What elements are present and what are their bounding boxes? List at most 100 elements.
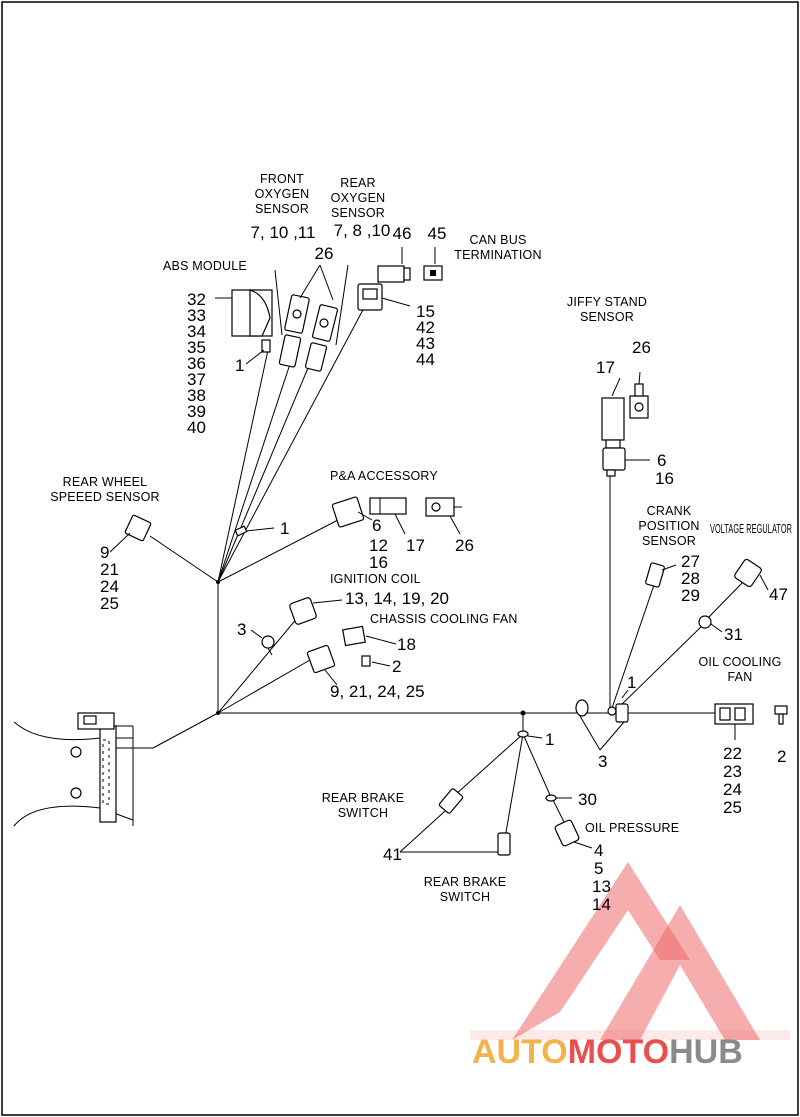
label-rear-o2-2: OXYGEN (331, 191, 386, 205)
callout-1-right: 1 (627, 673, 636, 692)
rear-oxygen-sensor-connector (304, 304, 339, 372)
svg-text:SENSOR: SENSOR (580, 310, 634, 324)
label-crank-2: POSITION (638, 519, 699, 533)
svg-text:CAN BUS: CAN BUS (470, 233, 527, 247)
label-abs-module: ABS MODULE (163, 259, 247, 273)
label-crank-1: CRANK (647, 504, 692, 518)
callout-rws-9: 9 (100, 543, 109, 562)
callout-jiffy-6: 6 (657, 451, 666, 470)
label-can-bus-1: CAN BUS (470, 233, 527, 247)
watermark-moto: MOTO (568, 1033, 669, 1071)
callout-oilfan-25: 25 (723, 798, 742, 817)
label-ignition-coil: IGNITION COIL (330, 572, 421, 586)
label-voltage-regulator: VOLTAGE REGULATOR (710, 522, 792, 536)
callout-abs-39: 39 (187, 402, 206, 421)
abs-module (215, 289, 273, 353)
label-oil-pressure: OIL PRESSURE (585, 821, 679, 835)
frame-section (13, 712, 134, 827)
label-brake-lower-2: SWITCH (440, 890, 491, 904)
callout-crank-29: 29 (681, 586, 700, 605)
callout-45: 45 (428, 224, 447, 243)
label-front-o2-3: SENSOR (255, 202, 309, 216)
callout-abs-36: 36 (187, 354, 206, 373)
callout-abs-38: 38 (187, 386, 206, 405)
can-bus-connectors (357, 247, 443, 311)
svg-text:OXYGEN: OXYGEN (255, 187, 310, 201)
svg-text:SENSOR: SENSOR (255, 202, 309, 216)
svg-text:FAN: FAN (728, 670, 753, 684)
svg-text:JIFFY STAND: JIFFY STAND (567, 295, 647, 309)
svg-text:FRONT: FRONT (260, 172, 304, 186)
callout-oilfan-2: 2 (777, 747, 786, 766)
label-oil-fan-1: OIL COOLING (698, 655, 781, 669)
callout-crank-28: 28 (681, 569, 700, 588)
label-can-bus-2: TERMINATION (454, 248, 541, 262)
rear-wheel-speed-sensor (109, 514, 152, 553)
svg-text:SENSOR: SENSOR (331, 206, 385, 220)
callout-oilfan-24: 24 (723, 780, 742, 799)
oil-pressure-connector (545, 794, 593, 849)
label-pa-accessory: P&A ACCESSORY (330, 469, 438, 483)
oil-cooling-fan-connector (714, 703, 788, 740)
callout-pa-17: 17 (406, 536, 425, 555)
pa-accessory-connectors (234, 496, 462, 537)
callout-abs-32: 32 (187, 290, 206, 309)
label-jiffy-1: JIFFY STAND (567, 295, 647, 309)
callout-43: 43 (416, 334, 435, 353)
callout-o2-clips: 26 (315, 244, 334, 263)
callout-pa-16: 16 (369, 553, 388, 572)
callout-rws-25: 25 (100, 594, 119, 613)
callout-oilp-14: 14 (592, 895, 611, 914)
label-front-o2-2: OXYGEN (255, 187, 310, 201)
label-rear-o2-1: REAR (340, 176, 376, 190)
callout-jiffy-17: 17 (596, 358, 615, 377)
label-brake-upper-2: SWITCH (338, 806, 389, 820)
callout-ccf-list: 9, 21, 24, 25 (330, 682, 425, 701)
label-jiffy-2: SENSOR (580, 310, 634, 324)
callout-oilp-4: 4 (594, 841, 603, 860)
callout-front-o2: 7, 10 ,11 (251, 223, 316, 242)
svg-text:CRANK: CRANK (647, 504, 692, 518)
label-rws-2: SPEEED SENSOR (50, 490, 160, 504)
callout-oilfan-23: 23 (723, 762, 742, 781)
rear-brake-switch-connectors (438, 788, 511, 856)
callout-jiffy-26: 26 (632, 338, 651, 357)
crank-position-sensor (645, 562, 677, 588)
callout-46: 46 (393, 224, 412, 243)
callout-rws-21: 21 (100, 560, 119, 579)
callout-rear-o2: 7, 8 ,10 (334, 221, 391, 240)
callout-abs-37: 37 (187, 370, 206, 389)
jiffy-stand-connector (601, 371, 650, 477)
callout-ccf-2: 2 (392, 657, 401, 676)
watermark-text: AUTOMOTOHUB (472, 1033, 743, 1071)
callout-30: 30 (578, 790, 597, 809)
callout-vr-31: 31 (724, 625, 743, 644)
callout-ccf-18: 18 (397, 635, 416, 654)
svg-text:OIL COOLING: OIL COOLING (698, 655, 781, 669)
callout-3-left: 3 (237, 620, 246, 639)
svg-text:REAR BRAKE: REAR BRAKE (424, 875, 507, 889)
svg-text:SWITCH: SWITCH (338, 806, 389, 820)
label-brake-upper-1: REAR BRAKE (322, 791, 405, 805)
label-chassis-cooling-fan: CHASSIS COOLING FAN (370, 612, 518, 626)
callout-oilp-13: 13 (592, 877, 611, 896)
callout-pa-12: 12 (369, 536, 388, 555)
callout-15: 15 (416, 302, 435, 321)
label-crank-3: SENSOR (642, 534, 696, 548)
callout-42: 42 (416, 318, 435, 337)
watermark-hub: HUB (669, 1033, 743, 1071)
callout-oilp-5: 5 (594, 859, 603, 878)
label-brake-lower-1: REAR BRAKE (424, 875, 507, 889)
callout-pa-26: 26 (455, 536, 474, 555)
callout-crank-27: 27 (681, 552, 700, 571)
label-front-o2-1: FRONT (260, 172, 304, 186)
callout-1-lower: 1 (545, 730, 554, 749)
callout-clip-1: 1 (280, 519, 289, 538)
callout-jiffy-16: 16 (655, 469, 674, 488)
label-oil-fan-2: FAN (728, 670, 753, 684)
front-oxygen-sensor-connector (278, 294, 310, 368)
callout-41: 41 (383, 845, 402, 864)
